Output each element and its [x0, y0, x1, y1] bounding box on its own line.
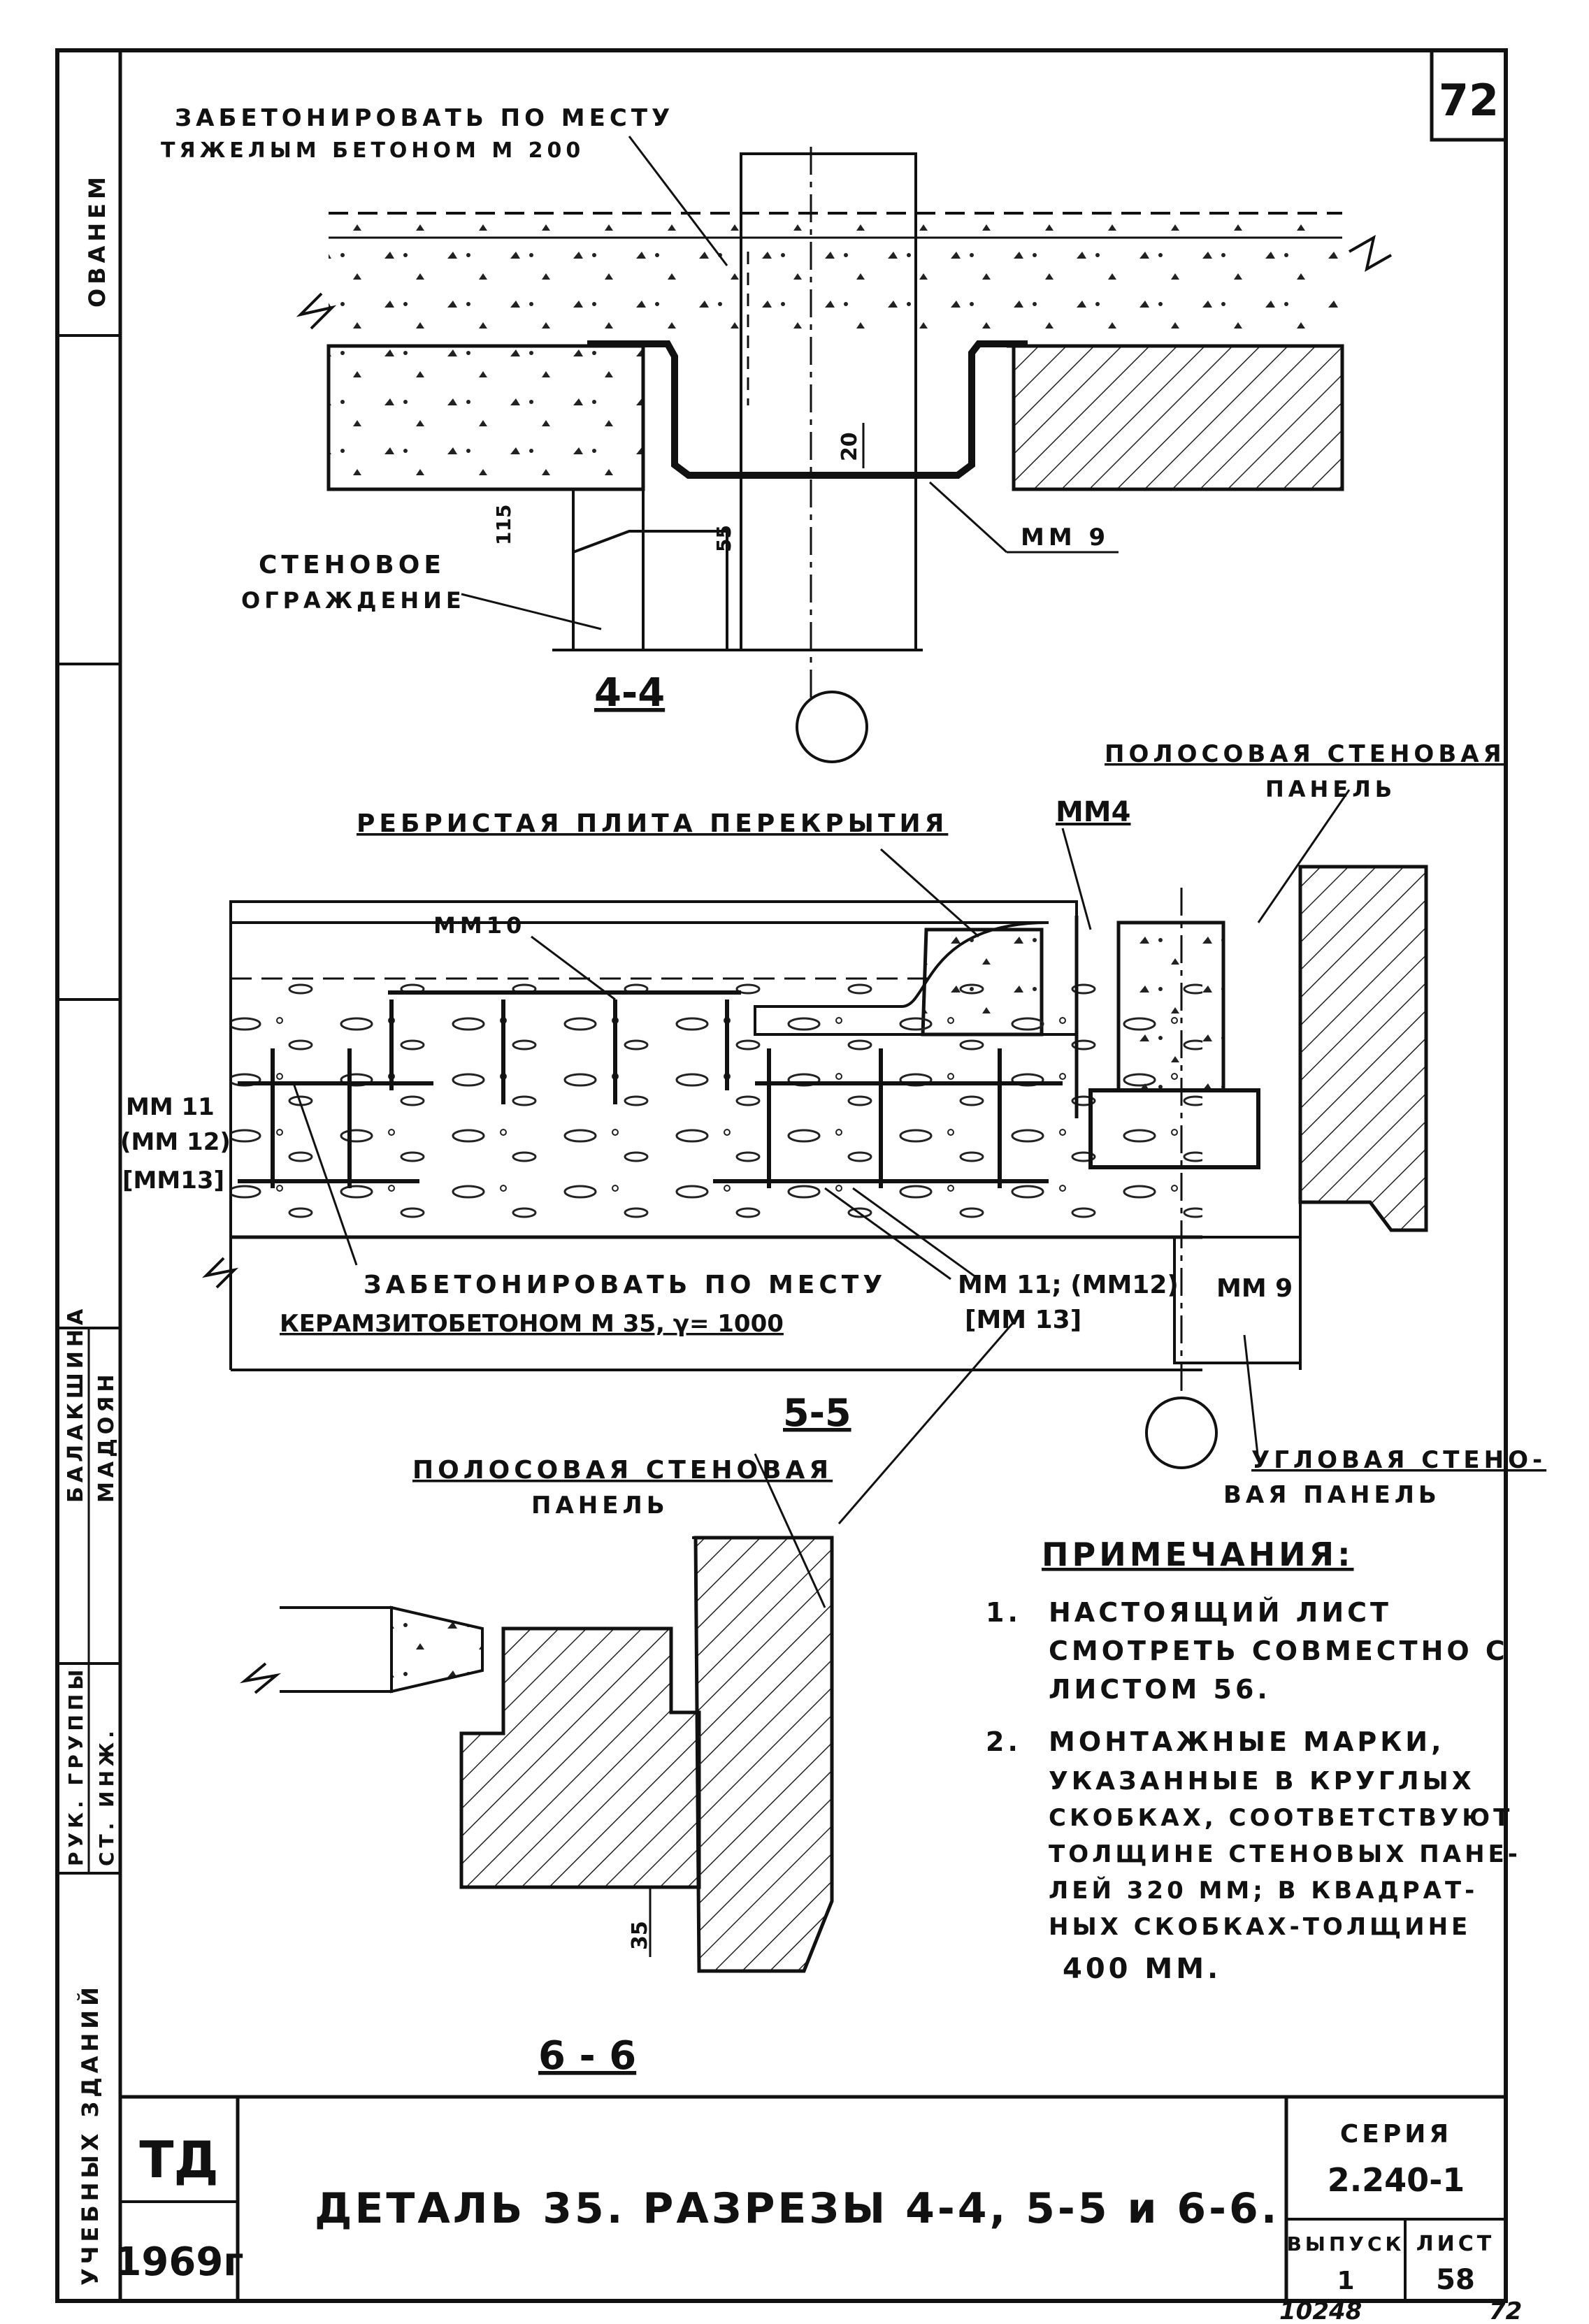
title-sheet-value: 58: [1436, 2264, 1475, 2296]
s55-mark-mm13-b: [ММ 13]: [965, 1306, 1081, 1334]
s55-title: 5-5: [783, 1391, 851, 1435]
side-stamp: ОВАНЕМ БАЛАКШИНА МАДОЯН РУК. ГРУППЫ СТ. …: [57, 173, 120, 2286]
title-sheet-label: ЛИСТ: [1416, 2232, 1495, 2256]
s66-dim-35: 35: [628, 1921, 652, 1950]
notes-block: ПРИМЕЧАНИЯ: 1. НАСТОЯЩИЙ ЛИСТ СМОТРЕТЬ С…: [986, 1536, 1521, 1985]
page-number-box: 72: [1430, 48, 1508, 142]
s55-label-plate: РЕБРИСТАЯ ПЛИТА ПЕРЕКРЫТИЯ: [357, 809, 948, 838]
note-2-number: 2.: [986, 1726, 1021, 1757]
side-name-3: ОВАНЕМ: [84, 173, 110, 308]
s44-mark-mm: ММ 9: [1021, 524, 1109, 551]
section-5-5-drawing: [201, 789, 1428, 1524]
s44-label-wall-2: ОГРАЖДЕНИЕ: [241, 587, 466, 614]
note-2-line-2: УКАЗАННЫЕ В КРУГЛЫХ: [1049, 1767, 1475, 1796]
note-2-line-6: НЫХ СКОБКАХ-ТОЛЩИНЕ: [1049, 1913, 1471, 1941]
s55-label-fill-2: КЕРАМЗИТОБЕТОНОМ М 35, γ= 1000: [280, 1310, 784, 1338]
s55-mark-mm13-a: [ММ13]: [122, 1167, 224, 1195]
title-series-value: 2.240-1: [1328, 2161, 1465, 2199]
s44-label-wall-1: СТЕНОВОЕ: [259, 551, 445, 579]
stamp-page: 72: [1489, 2297, 1522, 2324]
s55-label-corner-1: УГЛОВАЯ СТЕНО-: [1251, 1446, 1546, 1474]
note-2-line-5: ЛЕЙ 320 ММ; В КВАДРАТ-: [1049, 1876, 1478, 1905]
s55-mark-mm4: ММ4: [1056, 796, 1130, 828]
side-vert-title: УЧЕБНЫХ ЗДАНИЙ: [77, 1983, 103, 2286]
s66-label-panel-2: ПАНЕЛЬ: [531, 1492, 669, 1520]
title-issue-label: ВЫПУСК: [1287, 2232, 1405, 2256]
s66-title: 6 - 6: [538, 2033, 636, 2079]
notes-heading: ПРИМЕЧАНИЯ:: [1042, 1536, 1354, 1573]
s66-label-panel-1: ПОЛОСОВАЯ СТЕНОВАЯ: [412, 1456, 833, 1485]
title-org: ТД: [139, 2130, 218, 2189]
side-role-1: РУК. ГРУППЫ: [64, 1666, 87, 1866]
title-issue-value: 1: [1337, 2267, 1354, 2295]
sheet-frame: [55, 48, 1508, 2303]
s44-label-concrete-1: ЗАБЕТОНИРОВАТЬ ПО МЕСТУ: [175, 104, 674, 132]
s55-label-fill-1: ЗАБЕТОНИРОВАТЬ ПО МЕСТУ: [364, 1271, 886, 1299]
title-year: 1969г: [114, 2239, 243, 2285]
side-role-2: СТ. ИНЖ.: [95, 1726, 118, 1866]
s44-dim-115: 115: [492, 505, 515, 545]
s55-mark-mm11-b: ММ 11; (ММ12): [958, 1271, 1179, 1299]
s55-mark-mm11-a: ММ 11: [126, 1093, 215, 1121]
stamp-number: 10248: [1279, 2297, 1362, 2324]
side-name-2: МАДОЯН: [94, 1370, 119, 1503]
note-1-line-2: СМОТРЕТЬ СОВМЕСТНО С: [1049, 1636, 1509, 1666]
s55-mark-mm10: ММ10: [433, 912, 526, 939]
note-1-number: 1.: [986, 1597, 1021, 1628]
title-main: ДЕТАЛЬ 35. РАЗРЕЗЫ 4-4, 5-5 и 6-6.: [315, 2184, 1280, 2233]
note-2-line-3: СКОБКАХ, СООТВЕТСТВУЮТ: [1049, 1804, 1513, 1832]
title-series-label: СЕРИЯ: [1340, 2120, 1452, 2149]
side-name-1: БАЛАКШИНА: [64, 1305, 88, 1503]
s44-dim-20: 20: [837, 432, 862, 461]
note-1-line-3: ЛИСТОМ 56.: [1049, 1674, 1271, 1705]
s55-mark-mm9: ММ 9: [1216, 1274, 1293, 1303]
title-block: [120, 2095, 1506, 2301]
s55-label-corner-2: ВАЯ ПАНЕЛЬ: [1223, 1481, 1441, 1509]
note-1-line-1: НАСТОЯЩИЙ ЛИСТ: [1049, 1597, 1392, 1628]
note-2-line-1: МОНТАЖНЫЕ МАРКИ,: [1049, 1726, 1445, 1757]
s44-title: 4-4: [594, 670, 665, 716]
section-4-4-drawing: [296, 136, 1392, 763]
note-2-line-7: 400 ММ.: [1063, 1953, 1221, 1985]
note-2-line-4: ТОЛЩИНЕ СТЕНОВЫХ ПАНЕ-: [1049, 1840, 1521, 1868]
s44-label-concrete-2: ТЯЖЕЛЫМ БЕТОНОМ М 200: [161, 138, 584, 163]
s55-label-panel-2: ПАНЕЛЬ: [1265, 776, 1396, 802]
s44-dim-55: 55: [712, 525, 735, 552]
s55-mark-mm12-a: (ММ 12): [120, 1128, 231, 1156]
s55-label-panel-1: ПОЛОСОВАЯ СТЕНОВАЯ: [1105, 740, 1506, 768]
section-6-6-drawing: [239, 1453, 834, 1973]
page-number: 72: [1439, 75, 1499, 126]
